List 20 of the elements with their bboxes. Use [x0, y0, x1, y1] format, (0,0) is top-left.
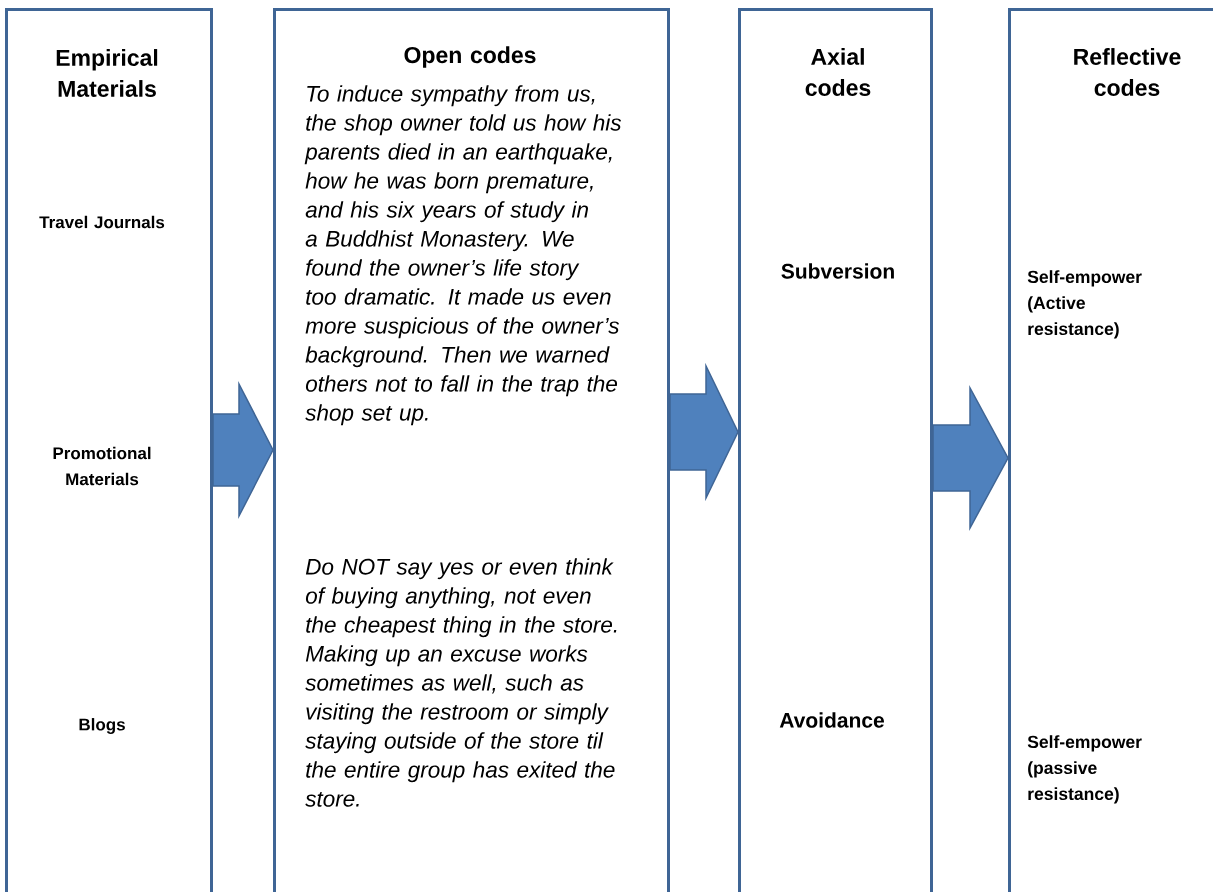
column-box: [738, 8, 933, 892]
quote-paragraph: Do NOT say yes or even think of buying anything, not even the cheapest thing in the store. Making up an excuse works sometimes as well, such as visiting the restroom or simply staying outside of the store til the entire group has exited the store.: [305, 558, 617, 807]
block-arrow: [212, 380, 274, 520]
column-box: [1008, 8, 1213, 892]
quote-paragraph: To induce sympathy from us, the shop owner told us how his parents died in an earthquake, how he was born premature, and his six years of study in a Buddhist Monastery. We found the owner’s life story too dramatic. It made us even more suspicious of the owner’s background. Then we warned others not to fall in the trap the shop set up.: [304, 85, 622, 426]
item-label: Blogs: [79, 718, 125, 734]
block-arrow: [669, 362, 739, 502]
code-label: Self-empower (passive resistance): [1027, 735, 1142, 804]
item-label: Travel Journals: [39, 215, 165, 229]
block-arrow: [932, 385, 1009, 531]
column-heading: Open codes: [404, 46, 536, 68]
column-heading: Axial codes: [805, 48, 871, 96]
code-label: Subversion: [781, 263, 894, 279]
column-heading: Reflective codes: [1074, 48, 1181, 96]
column-box: [5, 8, 213, 892]
column-box: [273, 8, 670, 892]
column-heading: Empirical Materials: [56, 49, 158, 97]
code-label: Self-empower (Active resistance): [1027, 270, 1142, 339]
code-label: Avoidance: [779, 712, 884, 728]
item-label: Promotional Materials: [53, 446, 151, 486]
